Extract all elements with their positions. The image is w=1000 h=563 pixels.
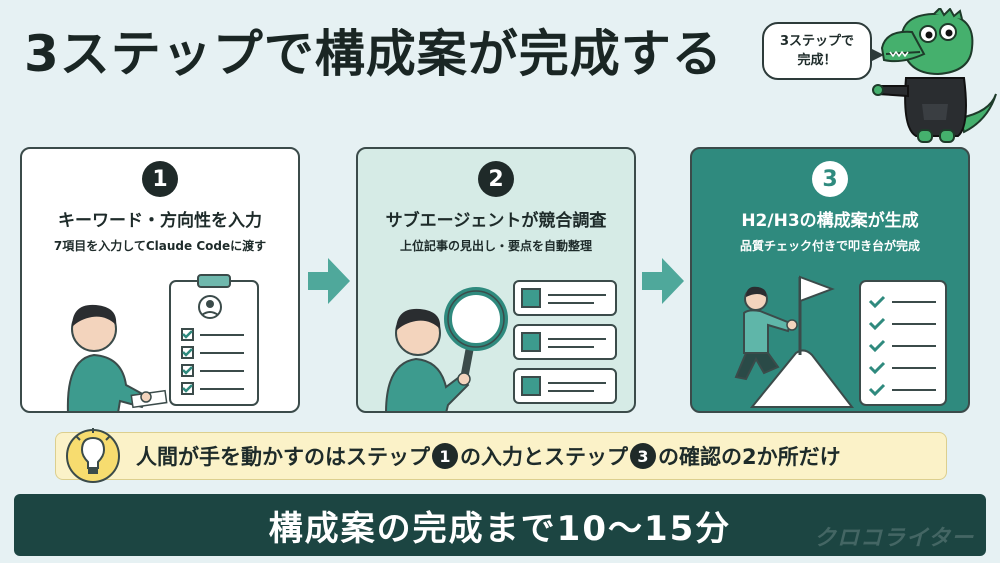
step-title-3: H2/H3の構成案が生成 (741, 211, 919, 231)
step-card-1: 1 キーワード・方向性を入力 7項目を入力してClaude Codeに渡す (20, 147, 300, 413)
step-card-3: 3 H2/H3の構成案が生成 品質チェック付きで叩き台が完成 (690, 147, 970, 413)
speech-bubble: 3ステップで 完成！ (762, 22, 884, 80)
watermark-logo: クロコライター (814, 526, 975, 551)
lightbulb-icon (66, 428, 120, 483)
person-flag-checklist-icon (734, 275, 947, 408)
bubble-line-2: 完成！ (797, 53, 837, 68)
arrow-right-icon (642, 258, 684, 304)
note-text-2: の入力とステップ (460, 445, 628, 469)
note-step-badge-3: 3 (630, 443, 656, 469)
step-desc-2: 上位記事の見出し・要点を自動整理 (399, 239, 592, 253)
step-desc-1: 7項目を入力してClaude Codeに渡す (53, 239, 267, 253)
step-number-1: 1 (142, 161, 178, 197)
note-text-3: の確認の2か所だけ (658, 445, 841, 469)
bubble-line-1: 3ステップで (779, 33, 855, 49)
step-number-2: 2 (478, 161, 514, 197)
step-title-2: サブエージェントが競合調査 (385, 211, 607, 231)
step-title-1: キーワード・方向性を入力 (58, 211, 262, 231)
step-number-3: 3 (812, 161, 848, 197)
page-title: 3ステップで構成案が完成する (24, 25, 723, 83)
person-magnifier-icon (385, 280, 617, 411)
crocodile-mascot-icon (872, 8, 997, 143)
arrow-right-icon (308, 258, 350, 304)
step-card-2: 2 サブエージェントが競合調査 上位記事の見出し・要点を自動整理 (356, 147, 636, 413)
person-clipboard-icon (66, 274, 259, 411)
note-step-badge-1: 1 (432, 443, 458, 469)
time-banner: 構成案の完成まで10〜15分 (14, 494, 986, 556)
step-desc-3: 品質チェック付きで叩き台が完成 (739, 239, 920, 253)
note-text-1: 人間が手を動かすのはステップ (136, 445, 430, 469)
note-bar: 人間が手を動かすのはステップ 1 の入力とステップ 3 の確認の2か所だけ (55, 432, 947, 480)
